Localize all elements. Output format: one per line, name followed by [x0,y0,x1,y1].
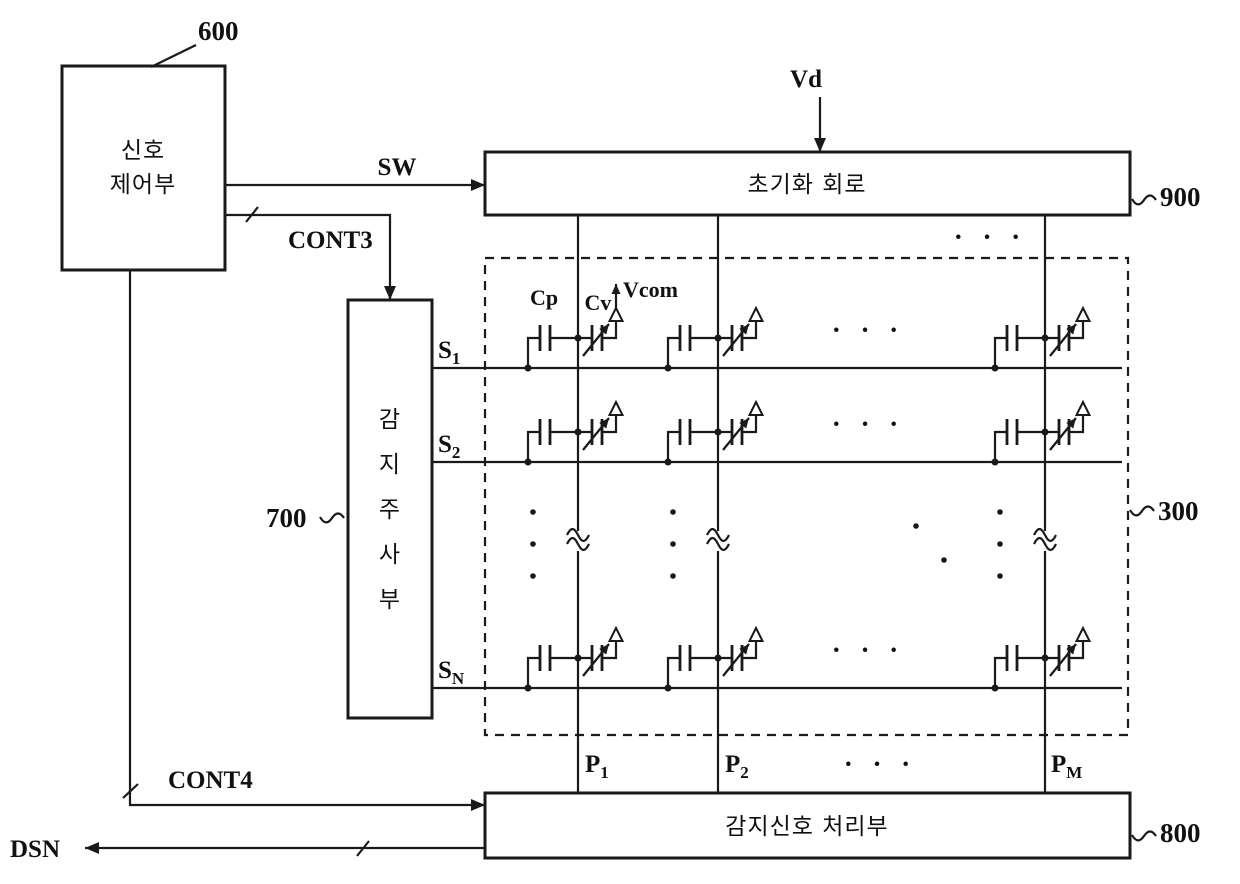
line-break-symbol [706,527,730,552]
vertical-ellipsis [530,509,536,579]
s2-base: S [438,431,452,458]
sensor-cell [665,402,763,466]
ellipsis-rown: · · · [832,635,904,664]
s1-label: S1 [438,337,460,368]
p1-sub: 1 [600,763,609,782]
s2-sub: 2 [452,443,461,462]
sense-processor-box [483,791,1132,860]
sensor-cell [525,402,623,466]
cont3-arrow [225,213,396,300]
cont3-label: CONT3 [288,227,373,254]
diagonal-ellipsis [913,523,947,563]
vertical-ellipsis [997,509,1003,579]
cont3-signal: CONT3 [225,206,396,300]
ellipsis-top: · · · [954,222,1026,251]
signal-controller-label-line1: 신호 [121,138,165,164]
ref-300: 300 [1158,496,1199,526]
sense-scan-char-3: 주 [379,497,401,523]
scan-line-labels: S1 S2 SN [438,337,465,688]
cont4-arrow [128,270,485,811]
cont4-label: CONT4 [168,767,253,794]
sn-sub: N [452,669,465,688]
sensor-cell [992,628,1090,692]
signal-controller-box [60,64,227,272]
p2-base: P [725,751,740,778]
init-circuit-box [483,150,1132,217]
ref-600-leader [150,44,197,68]
ref-800: 800 [1160,818,1201,848]
ref-900: 900 [1160,182,1201,212]
dsn-label: DSN [10,836,60,863]
sense-column-labels: P1 P2 PM [585,751,1082,782]
sw-signal: SW [225,154,485,191]
bus-slash [356,840,370,857]
cp-label: Cp [530,285,558,310]
sensor-cells [525,308,1090,692]
ellipsis-row2: · · · [832,409,904,438]
sense-processor-label: 감지신호 처리부 [725,814,888,840]
p2-sub: 2 [740,763,749,782]
block-sense-scan: 감 지 주 사 부 700 [266,298,434,720]
s2-label: S2 [438,431,460,462]
ref-600: 600 [198,16,239,46]
sense-scan-box [346,298,434,720]
s1-sub: 1 [452,349,461,368]
sense-scan-char-1: 감 [379,407,401,433]
pm-label: PM [1051,751,1082,782]
s1-base: S [438,337,452,364]
cont4-signal: CONT4 [122,270,485,811]
ellipsis-row1: · · · [832,315,904,344]
pm-base: P [1051,751,1066,778]
signal-controller-label-line2: 제어부 [110,172,176,198]
p2-label: P2 [725,751,749,782]
sn-label: SN [438,657,465,688]
sense-scan-char-4: 사 [379,542,401,568]
sensor-cell [525,308,623,372]
p1-label: P1 [585,751,609,782]
p1-base: P [585,751,600,778]
sensor-cell [665,628,763,692]
sense-column-lines [566,215,1057,793]
vd-label: Vd [790,66,822,93]
cv-label: Cv [585,290,612,315]
init-circuit-label: 초기화 회로 [747,172,866,198]
vertical-ellipsis [670,509,676,579]
ref-800-leader [1131,830,1157,842]
sensor-cell [525,628,623,692]
line-break-symbol [566,527,590,552]
sensor-cell [992,308,1090,372]
bus-slash [122,783,139,799]
dsn-signal: DSN [10,836,485,863]
ref-300-group: 300 [1129,496,1199,526]
block-init-circuit: 초기화 회로 900 [483,150,1201,217]
sn-base: S [438,657,452,684]
ref-700: 700 [266,503,307,533]
sense-scan-char-2: 지 [379,452,401,478]
ref-900-leader [1131,194,1157,206]
pm-sub: M [1066,763,1082,782]
ellipses: · · · · · · · · · · · · · · · [530,222,1026,778]
ref-300-leader [1129,505,1155,517]
vcom-label: Vcom [623,277,678,302]
sensor-array-dashed-box [483,256,1130,737]
sensor-cell [992,402,1090,466]
sense-scan-char-5: 부 [379,587,401,613]
sensor-cell [665,308,763,372]
block-signal-controller: 신호 제어부 600 [60,16,239,272]
scan-row-lines [432,366,1122,690]
cell-component-labels: Cp Cv Vcom [530,277,678,315]
bus-slash [245,206,259,223]
sw-label: SW [378,154,417,181]
line-break-symbol [1033,527,1057,552]
block-sense-processor: 감지신호 처리부 800 [483,791,1201,860]
ellipsis-bottom: · · · [844,749,916,778]
ref-700-leader [319,512,345,524]
vd-signal: Vd [790,66,826,152]
